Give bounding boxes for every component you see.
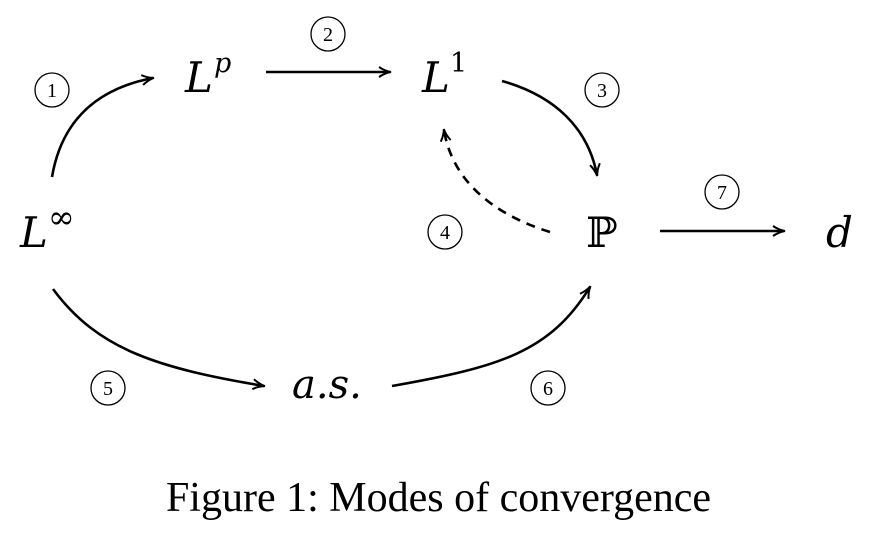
arrow-linf-to-lp bbox=[50, 74, 155, 178]
arrow-l1-to-prob bbox=[501, 79, 601, 177]
svg-text:7: 7 bbox=[717, 182, 727, 204]
svg-text:L: L bbox=[184, 53, 213, 102]
arrow-prob-to-l1-dashed bbox=[439, 128, 551, 234]
badge-3: 3 bbox=[584, 72, 620, 108]
node-probability: ℙ bbox=[586, 208, 618, 257]
svg-text:L: L bbox=[421, 53, 450, 102]
svg-text:4: 4 bbox=[440, 222, 450, 244]
svg-text:1: 1 bbox=[450, 48, 467, 79]
arrow-as-to-prob bbox=[391, 285, 592, 388]
node-l-infinity: L ∞ bbox=[19, 198, 75, 257]
node-l-p: L p bbox=[184, 48, 231, 102]
badge-6: 6 bbox=[530, 370, 566, 406]
svg-text:6: 6 bbox=[543, 378, 553, 400]
svg-text:∞: ∞ bbox=[48, 198, 75, 236]
badge-5: 5 bbox=[90, 370, 126, 406]
node-almost-surely: a.s. bbox=[292, 362, 362, 408]
badge-7: 7 bbox=[704, 174, 740, 210]
svg-text:1: 1 bbox=[47, 80, 57, 102]
badge-4: 4 bbox=[427, 214, 463, 250]
badge-1: 1 bbox=[34, 72, 70, 108]
node-distribution: d bbox=[826, 208, 853, 257]
svg-text:2: 2 bbox=[323, 24, 333, 46]
svg-text:5: 5 bbox=[103, 378, 113, 400]
arrow-linf-to-as bbox=[51, 288, 266, 391]
svg-text:p: p bbox=[214, 48, 231, 79]
figure-caption: Figure 1: Modes of convergence bbox=[165, 475, 712, 521]
node-l-1: L 1 bbox=[421, 48, 467, 102]
svg-text:L: L bbox=[19, 208, 48, 257]
svg-text:3: 3 bbox=[597, 80, 607, 102]
badge-2: 2 bbox=[310, 16, 346, 52]
